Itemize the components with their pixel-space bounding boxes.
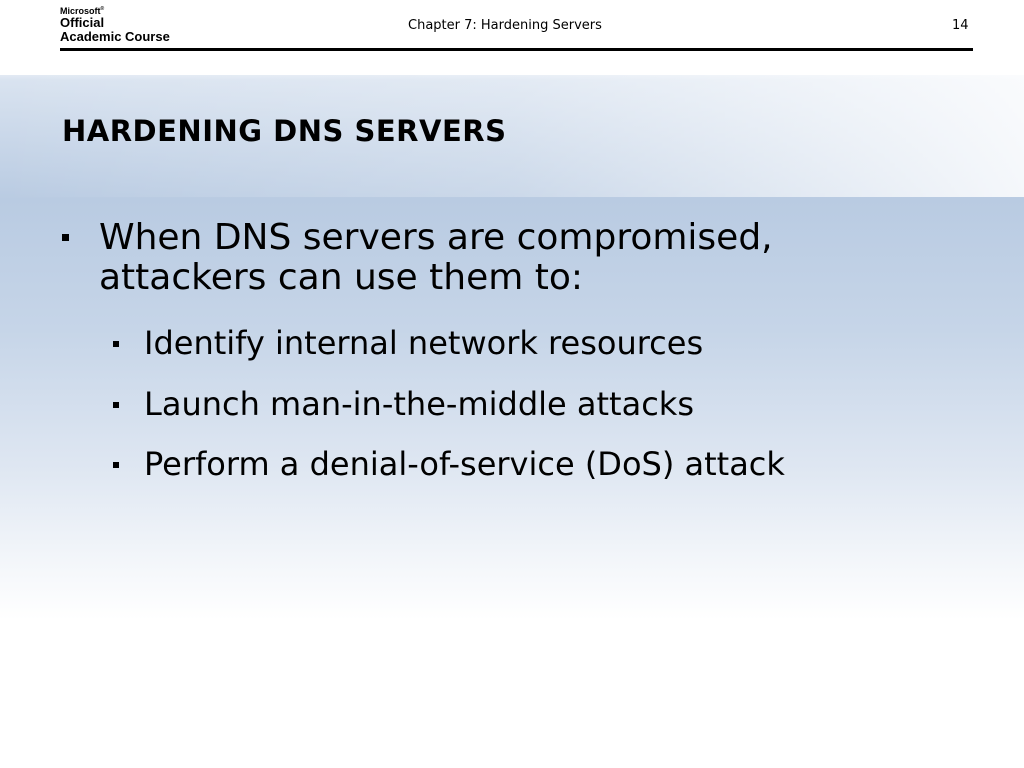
sub-bullet-marker — [113, 341, 119, 347]
sub-bullet-marker — [113, 402, 119, 408]
chapter-title: Chapter 7: Hardening Servers — [408, 18, 602, 33]
logo-official-text: Official — [60, 15, 105, 30]
sub-bullet-item: Perform a denial-of-service (DoS) attack — [144, 445, 785, 483]
slide-title: HARDENING DNS SERVERS — [62, 114, 507, 148]
sub-bullet-marker — [113, 462, 119, 468]
bullet-item: When DNS servers are compromised, attack… — [99, 217, 773, 298]
logo-academic-course-text: Academic Course — [60, 29, 170, 44]
sub-bullet-item: Launch man-in-the-middle attacks — [144, 385, 694, 423]
sub-bullet-item: Identify internal network resources — [144, 324, 704, 362]
course-logo: Microsoft® Official Academic Course — [60, 6, 170, 44]
background-band — [0, 75, 1024, 197]
slide-number: 14 — [952, 18, 969, 33]
bullet-marker — [62, 234, 69, 241]
header-background — [0, 0, 1024, 75]
logo-microsoft-text: Microsoft — [60, 6, 101, 16]
header-divider — [60, 48, 973, 51]
